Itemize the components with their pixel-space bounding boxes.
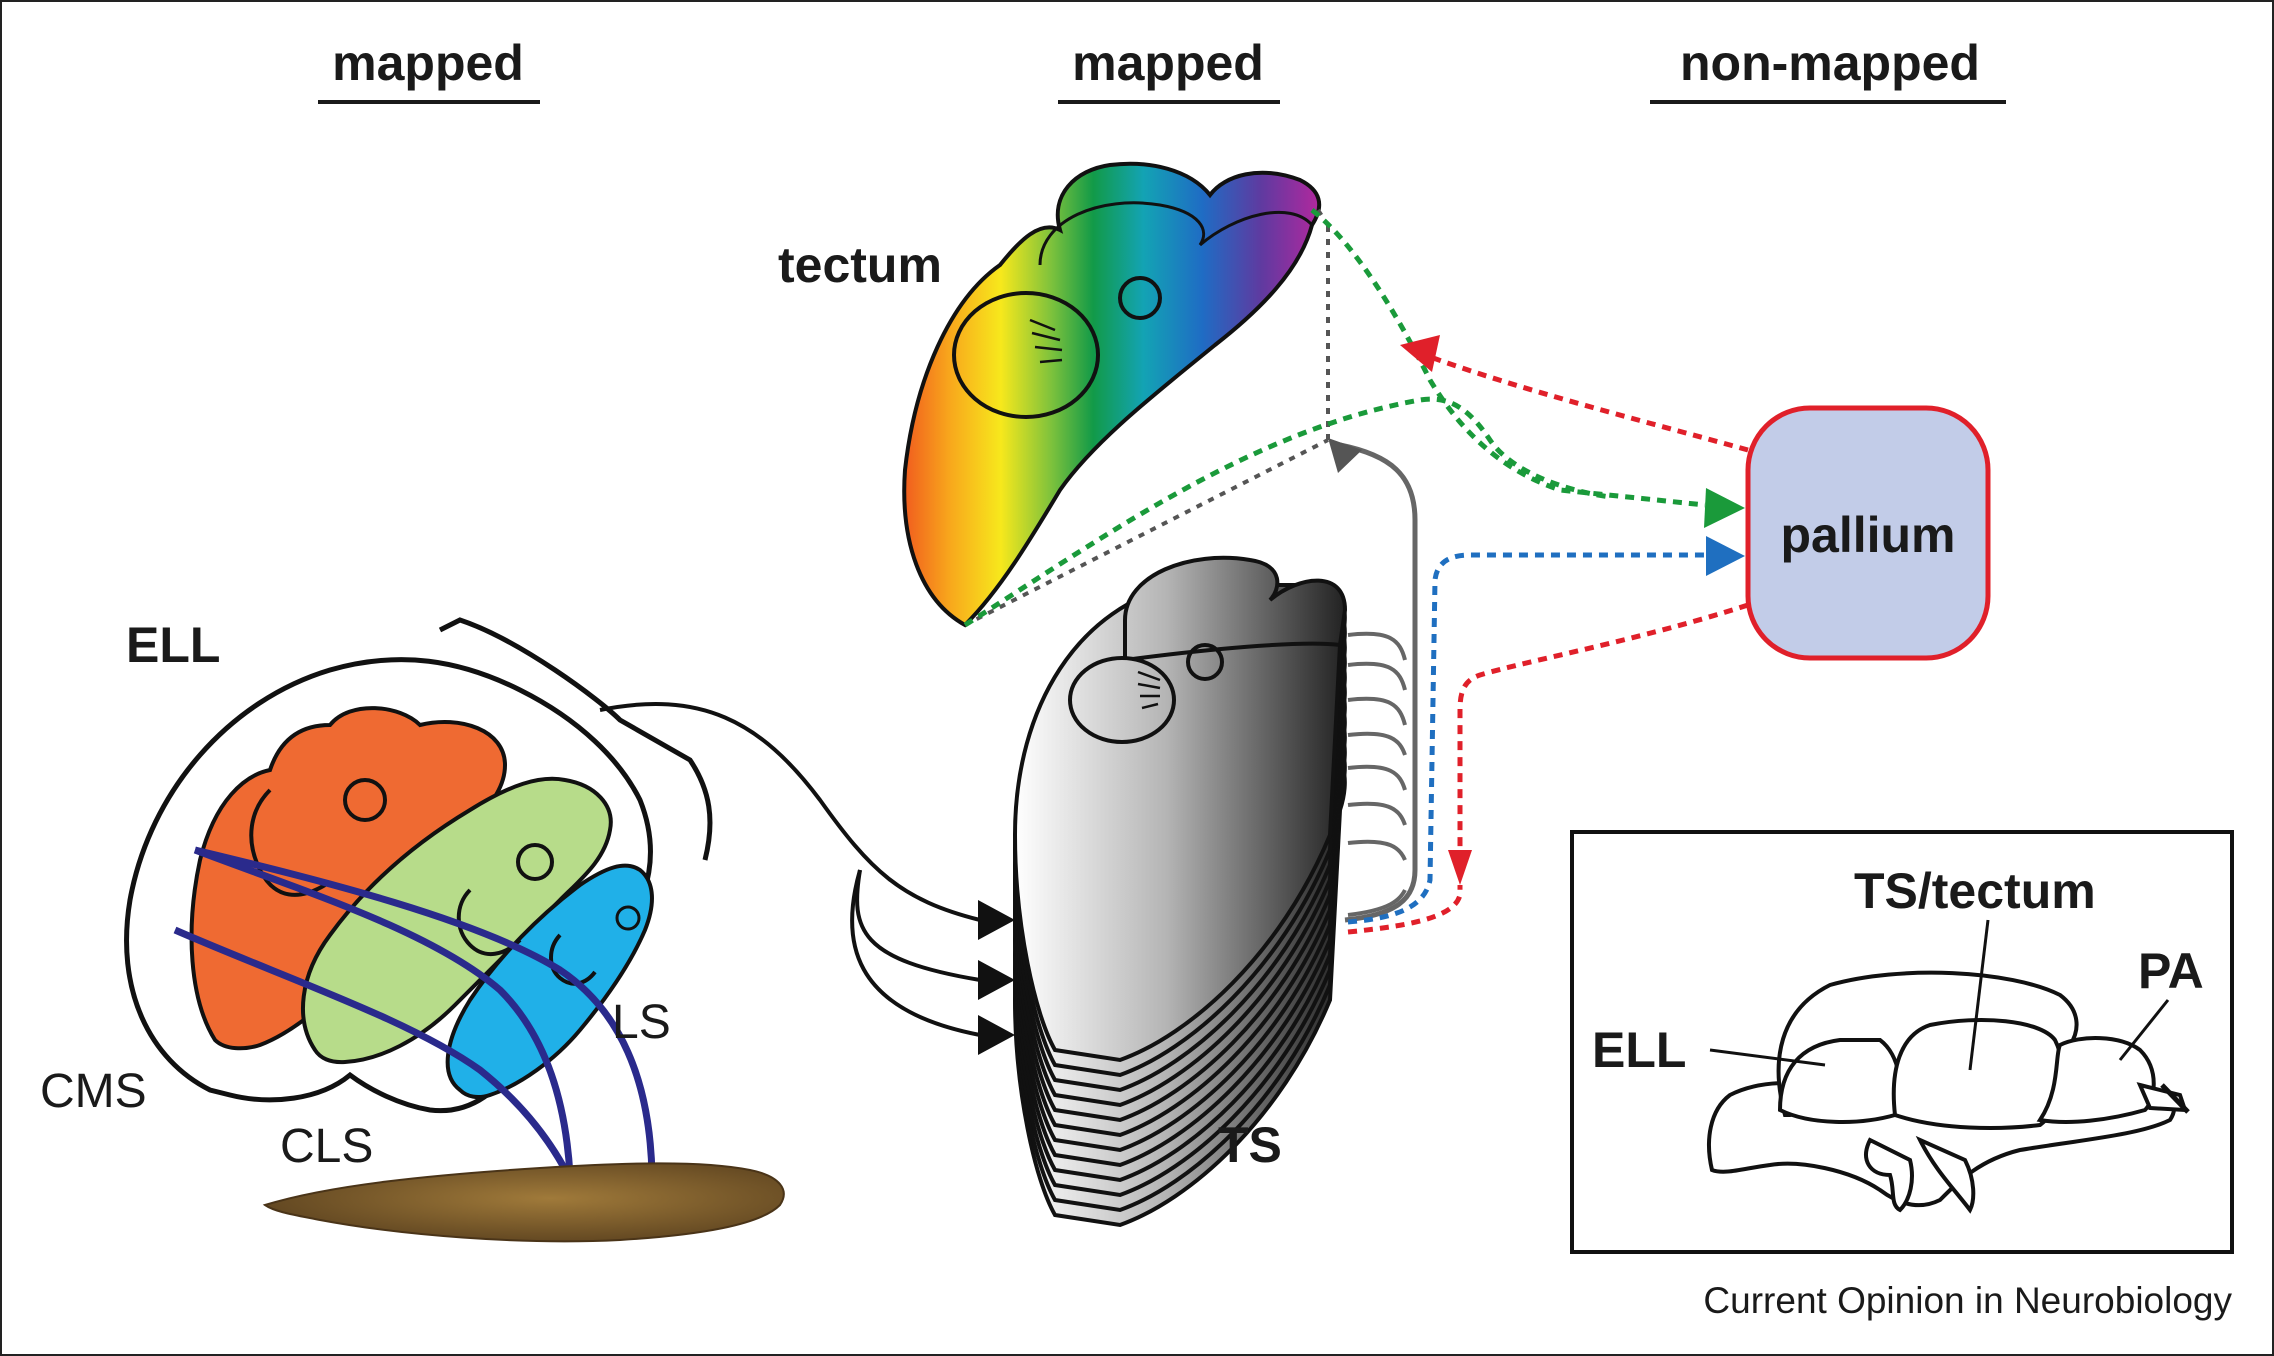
red-arrow-pallium-to-ts-down — [1457, 602, 1749, 860]
inset-pa-leader — [2118, 999, 2170, 1061]
ts-efferent-fibers — [1347, 631, 1407, 917]
green-arrow-tectum-to-pallium-upper — [1310, 208, 1706, 508]
cls-label: CLS — [280, 1120, 373, 1173]
blue-arrowhead-pallium — [1706, 536, 1745, 576]
header-center: mapped — [1072, 35, 1264, 91]
green-arrow-tectum-to-pallium-lower — [963, 396, 1611, 628]
red-arrow-ts-link — [1347, 885, 1463, 935]
header-left: mapped — [332, 35, 524, 91]
inset-ell-leader — [1709, 1048, 1826, 1067]
red-arrowhead-ts — [1448, 850, 1472, 885]
electrosensory-nerves — [173, 846, 656, 1177]
green-arrowhead-pallium — [1704, 488, 1745, 528]
fish-image — [262, 1162, 785, 1243]
pallium-box — [1745, 405, 1991, 661]
gray-arrowhead — [1328, 438, 1362, 473]
projection-arrowhead-1 — [978, 900, 1015, 940]
inset-ts-leader — [1968, 919, 1990, 1071]
ell-label: ELL — [126, 617, 220, 673]
inset-brain — [1570, 830, 2234, 1254]
gray-arrow-line — [1339, 442, 1418, 923]
tectum-label: tectum — [778, 237, 942, 293]
pallium-label: pallium — [1780, 507, 1955, 563]
projection-arrowhead-2 — [978, 960, 1015, 1000]
cms-label: CMS — [40, 1065, 147, 1118]
tectum-drawing — [902, 161, 1322, 628]
ell-to-ts-projection — [599, 702, 981, 1037]
ls-label: LS — [612, 996, 671, 1049]
inset-pa-label: PA — [2138, 943, 2204, 999]
red-arrow-pallium-to-tectum — [1424, 352, 1749, 453]
blue-arrow-ts-to-pallium — [1347, 552, 1705, 925]
ts-stack — [1012, 438, 1418, 1228]
projection-arrowhead-3 — [978, 1015, 1015, 1055]
red-arrowhead-tectum — [1400, 335, 1440, 372]
header-right: non-mapped — [1680, 35, 1980, 91]
journal-credit: Current Opinion in Neurobiology — [1703, 1280, 2232, 1321]
inset-ell-label: ELL — [1592, 1022, 1686, 1078]
inset-ts-tectum-label: TS/tectum — [1854, 863, 2096, 919]
ts-label: TS — [1218, 1117, 1282, 1173]
